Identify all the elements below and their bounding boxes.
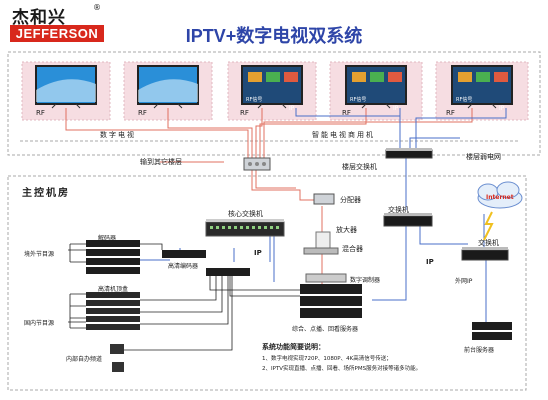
logo-chinese: 杰和兴 bbox=[12, 8, 66, 28]
decoder-label: 解码器 bbox=[98, 235, 117, 242]
floor-switch-device bbox=[385, 149, 433, 159]
machine-room-region bbox=[7, 175, 527, 391]
tv5-caption: RF信号 bbox=[456, 97, 473, 103]
splitter-label: 分配器 bbox=[340, 196, 361, 204]
ip-label-mid: IP bbox=[426, 258, 434, 266]
combiner-device bbox=[303, 247, 339, 255]
hd-encoder-label: 高清编码器 bbox=[168, 263, 199, 270]
domestic-source-label: 国内节目源 bbox=[24, 320, 55, 327]
lightning-icon bbox=[483, 211, 494, 241]
switch-mid-label: 交换机 bbox=[388, 206, 409, 214]
external-ip-label: 外网IP bbox=[455, 278, 473, 285]
tv4-caption: RF信号 bbox=[350, 97, 367, 103]
tv5-ip-label: IP bbox=[499, 105, 505, 112]
notes-title: 系统功能简要说明： bbox=[262, 343, 325, 351]
note-item: 2、IPTV实现直播、点播、回看、场所PMS服务对接等诸多功能。 bbox=[262, 366, 422, 372]
page-title: IPTV+数字电视双系统 bbox=[185, 26, 363, 46]
servers-label: 综合、点播、回看服务器 bbox=[292, 326, 359, 333]
front-desk-server-label: 前台服务器 bbox=[464, 347, 495, 354]
switch-right-device bbox=[461, 249, 509, 261]
ip-label-core: IP bbox=[254, 249, 262, 257]
amplifier-label: 放大器 bbox=[336, 226, 357, 234]
internal-channel-label: 内部自办频道 bbox=[66, 356, 103, 363]
internet-label: Internet bbox=[486, 194, 514, 201]
tv4-ip-label: IP bbox=[393, 105, 399, 112]
combiner-label: 混合器 bbox=[342, 245, 363, 253]
tv3-ip-label: IP bbox=[289, 105, 295, 112]
foreign-source-label: 境外节目源 bbox=[24, 251, 55, 258]
server-stack bbox=[300, 284, 362, 318]
switch-right-label: 交换机 bbox=[478, 239, 499, 247]
tv3-caption: RF信号 bbox=[246, 97, 263, 103]
modulator-device bbox=[305, 273, 347, 283]
front-desk-server-device bbox=[472, 322, 512, 330]
note-item: 1、数字电视实现720P、1080P、4K高清信号传送； bbox=[262, 356, 392, 362]
tv2-rf-label: RF bbox=[138, 109, 147, 117]
building-region bbox=[7, 51, 541, 156]
cloud-icon bbox=[477, 181, 523, 209]
splitter-device bbox=[313, 193, 335, 205]
encoder-2-device bbox=[206, 268, 250, 276]
tv4-rf-label: RF bbox=[342, 109, 351, 117]
registered-mark: ® bbox=[93, 3, 101, 12]
machine-room-title: 主控机房 bbox=[22, 188, 70, 199]
logo-english: JEFFERSON bbox=[10, 25, 104, 42]
core-switch-label: 核心交换机 bbox=[228, 210, 263, 218]
stb-stack bbox=[86, 292, 140, 330]
smart-tv-label: 智能电视商用机 bbox=[312, 131, 375, 139]
tv3-rf-label: RF bbox=[240, 109, 249, 117]
digital-tv-label: 数字电视 bbox=[100, 131, 136, 139]
tv5-rf-label: RF bbox=[446, 109, 455, 117]
hd-encoder-device bbox=[162, 250, 206, 258]
digital-modulator-label: 数字调制器 bbox=[350, 277, 381, 284]
amplifier-device bbox=[315, 231, 331, 249]
source-lines bbox=[68, 243, 300, 351]
media-player-device bbox=[112, 362, 124, 372]
camera-device bbox=[110, 344, 124, 354]
floor-switch-label: 楼层交换机 bbox=[342, 163, 377, 171]
floor-weak-network-label: 楼层弱电网 bbox=[466, 153, 501, 161]
tv1-rf-label: RF bbox=[36, 109, 45, 117]
switch-mid-device bbox=[383, 215, 433, 227]
hd-stb-label: 高清机顶盒 bbox=[98, 286, 129, 293]
output-other-floors-label: 输到其它楼层 bbox=[140, 158, 182, 166]
rf-lines bbox=[65, 108, 473, 292]
ip-lines bbox=[134, 108, 507, 322]
decoder-stack bbox=[86, 240, 140, 274]
